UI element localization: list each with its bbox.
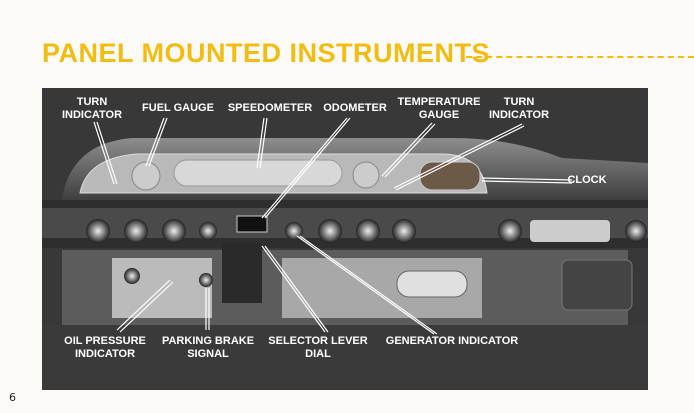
label-line: TURN <box>503 96 535 108</box>
label-line: SIGNAL <box>187 348 229 360</box>
leader-lines <box>93 117 573 335</box>
dashboard-illustration <box>42 88 648 390</box>
label-line: PARKING BRAKE <box>161 335 255 347</box>
label-line: GAUGE <box>418 109 460 121</box>
label-line: SELECTOR LEVER <box>268 335 368 347</box>
label-line: INDICATOR <box>74 348 136 360</box>
page-number: 6 <box>9 391 16 404</box>
label-line: TURN <box>76 96 108 108</box>
label-generator-indicator: GENERATOR INDICATOR <box>385 335 519 347</box>
label-fuel-gauge: FUEL GAUGE <box>142 102 214 114</box>
label-speedometer: SPEEDOMETER <box>227 102 313 114</box>
label-line: OIL PRESSURE <box>64 335 146 347</box>
label-odometer: ODOMETER <box>323 102 387 114</box>
page-title: PANEL MOUNTED INSTRUMENTS <box>42 38 491 68</box>
title-dash-rule <box>466 56 694 58</box>
label-line: TEMPERATURE <box>397 96 481 108</box>
label-line: DIAL <box>305 348 331 360</box>
label-line: INDICATOR <box>488 109 550 121</box>
label-clock: CLOCK <box>567 174 607 186</box>
label-line: INDICATOR <box>61 109 123 121</box>
